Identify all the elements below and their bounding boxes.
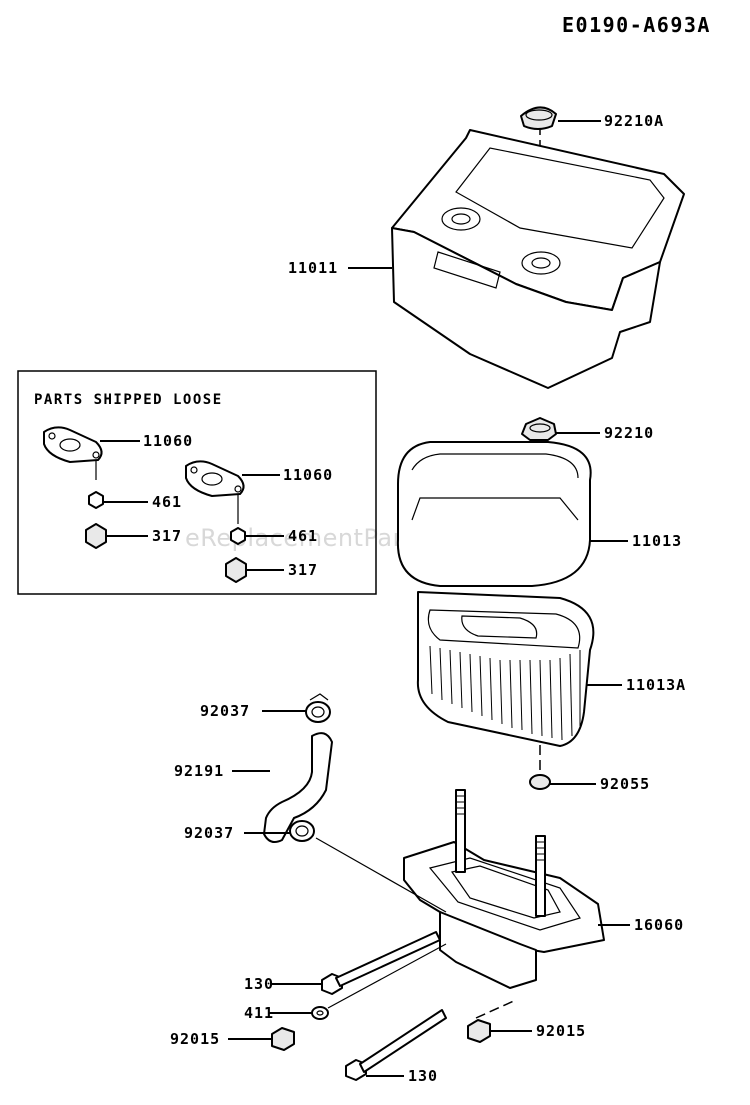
nut-317-left[interactable] bbox=[85, 523, 107, 549]
callout-11013a[interactable]: 11013A bbox=[626, 676, 686, 694]
grommet-92055[interactable] bbox=[529, 774, 551, 790]
callout-130-upper[interactable]: 130 bbox=[244, 975, 274, 993]
callout-92210[interactable]: 92210 bbox=[604, 424, 654, 442]
bolt-130-lower[interactable] bbox=[345, 1009, 447, 1081]
callout-461-right[interactable]: 461 bbox=[288, 527, 318, 545]
nut-317-right[interactable] bbox=[225, 557, 247, 583]
hose-clamp-92037-lower[interactable] bbox=[289, 820, 315, 842]
callout-411[interactable]: 411 bbox=[244, 1004, 274, 1022]
bolt-130-upper[interactable] bbox=[321, 931, 441, 995]
air-cleaner-cover-11011[interactable] bbox=[391, 129, 685, 389]
nut-461-left[interactable] bbox=[88, 491, 104, 509]
pre-cleaner-11013[interactable] bbox=[396, 441, 592, 587]
callout-130-lower[interactable]: 130 bbox=[408, 1067, 438, 1085]
diagram-code: E0190-A693A bbox=[562, 13, 711, 37]
callout-92015-right[interactable]: 92015 bbox=[536, 1022, 586, 1040]
callout-92037-upper[interactable]: 92037 bbox=[200, 702, 250, 720]
callout-317-right[interactable]: 317 bbox=[288, 561, 318, 579]
base-plate-16060[interactable] bbox=[403, 789, 605, 989]
callout-92037-lower[interactable]: 92037 bbox=[184, 824, 234, 842]
callout-11060-right[interactable]: 11060 bbox=[283, 466, 333, 484]
callout-92191[interactable]: 92191 bbox=[174, 762, 224, 780]
gasket-11060-left[interactable] bbox=[43, 426, 103, 463]
cap-nut-92210a[interactable] bbox=[520, 106, 557, 130]
nut-92015-left[interactable] bbox=[271, 1027, 295, 1051]
filter-element-11013a[interactable] bbox=[416, 591, 595, 747]
nut-92015-right[interactable] bbox=[467, 1019, 491, 1043]
assembly-line bbox=[475, 999, 517, 1019]
callout-11060-left[interactable]: 11060 bbox=[143, 432, 193, 450]
nut-461-right[interactable] bbox=[230, 527, 246, 545]
callout-317-left[interactable]: 317 bbox=[152, 527, 182, 545]
assembly-line bbox=[315, 837, 447, 913]
parts-shipped-loose-title: PARTS SHIPPED LOOSE bbox=[34, 392, 223, 408]
gasket-11060-right[interactable] bbox=[185, 460, 245, 497]
callout-92055[interactable]: 92055 bbox=[600, 775, 650, 793]
callout-11011[interactable]: 11011 bbox=[288, 259, 338, 277]
parts-shipped-loose-box bbox=[17, 370, 377, 595]
wing-nut-92210[interactable] bbox=[521, 417, 557, 441]
assembly-line bbox=[327, 943, 447, 1009]
callout-92210a[interactable]: 92210A bbox=[604, 112, 664, 130]
callout-11013[interactable]: 11013 bbox=[632, 532, 682, 550]
hose-clamp-92037-upper[interactable] bbox=[305, 693, 331, 723]
washer-411[interactable] bbox=[311, 1006, 329, 1020]
callout-16060[interactable]: 16060 bbox=[634, 916, 684, 934]
callout-92015-left[interactable]: 92015 bbox=[170, 1030, 220, 1048]
callout-461-left[interactable]: 461 bbox=[152, 493, 182, 511]
breather-hose-92191[interactable] bbox=[263, 732, 333, 843]
